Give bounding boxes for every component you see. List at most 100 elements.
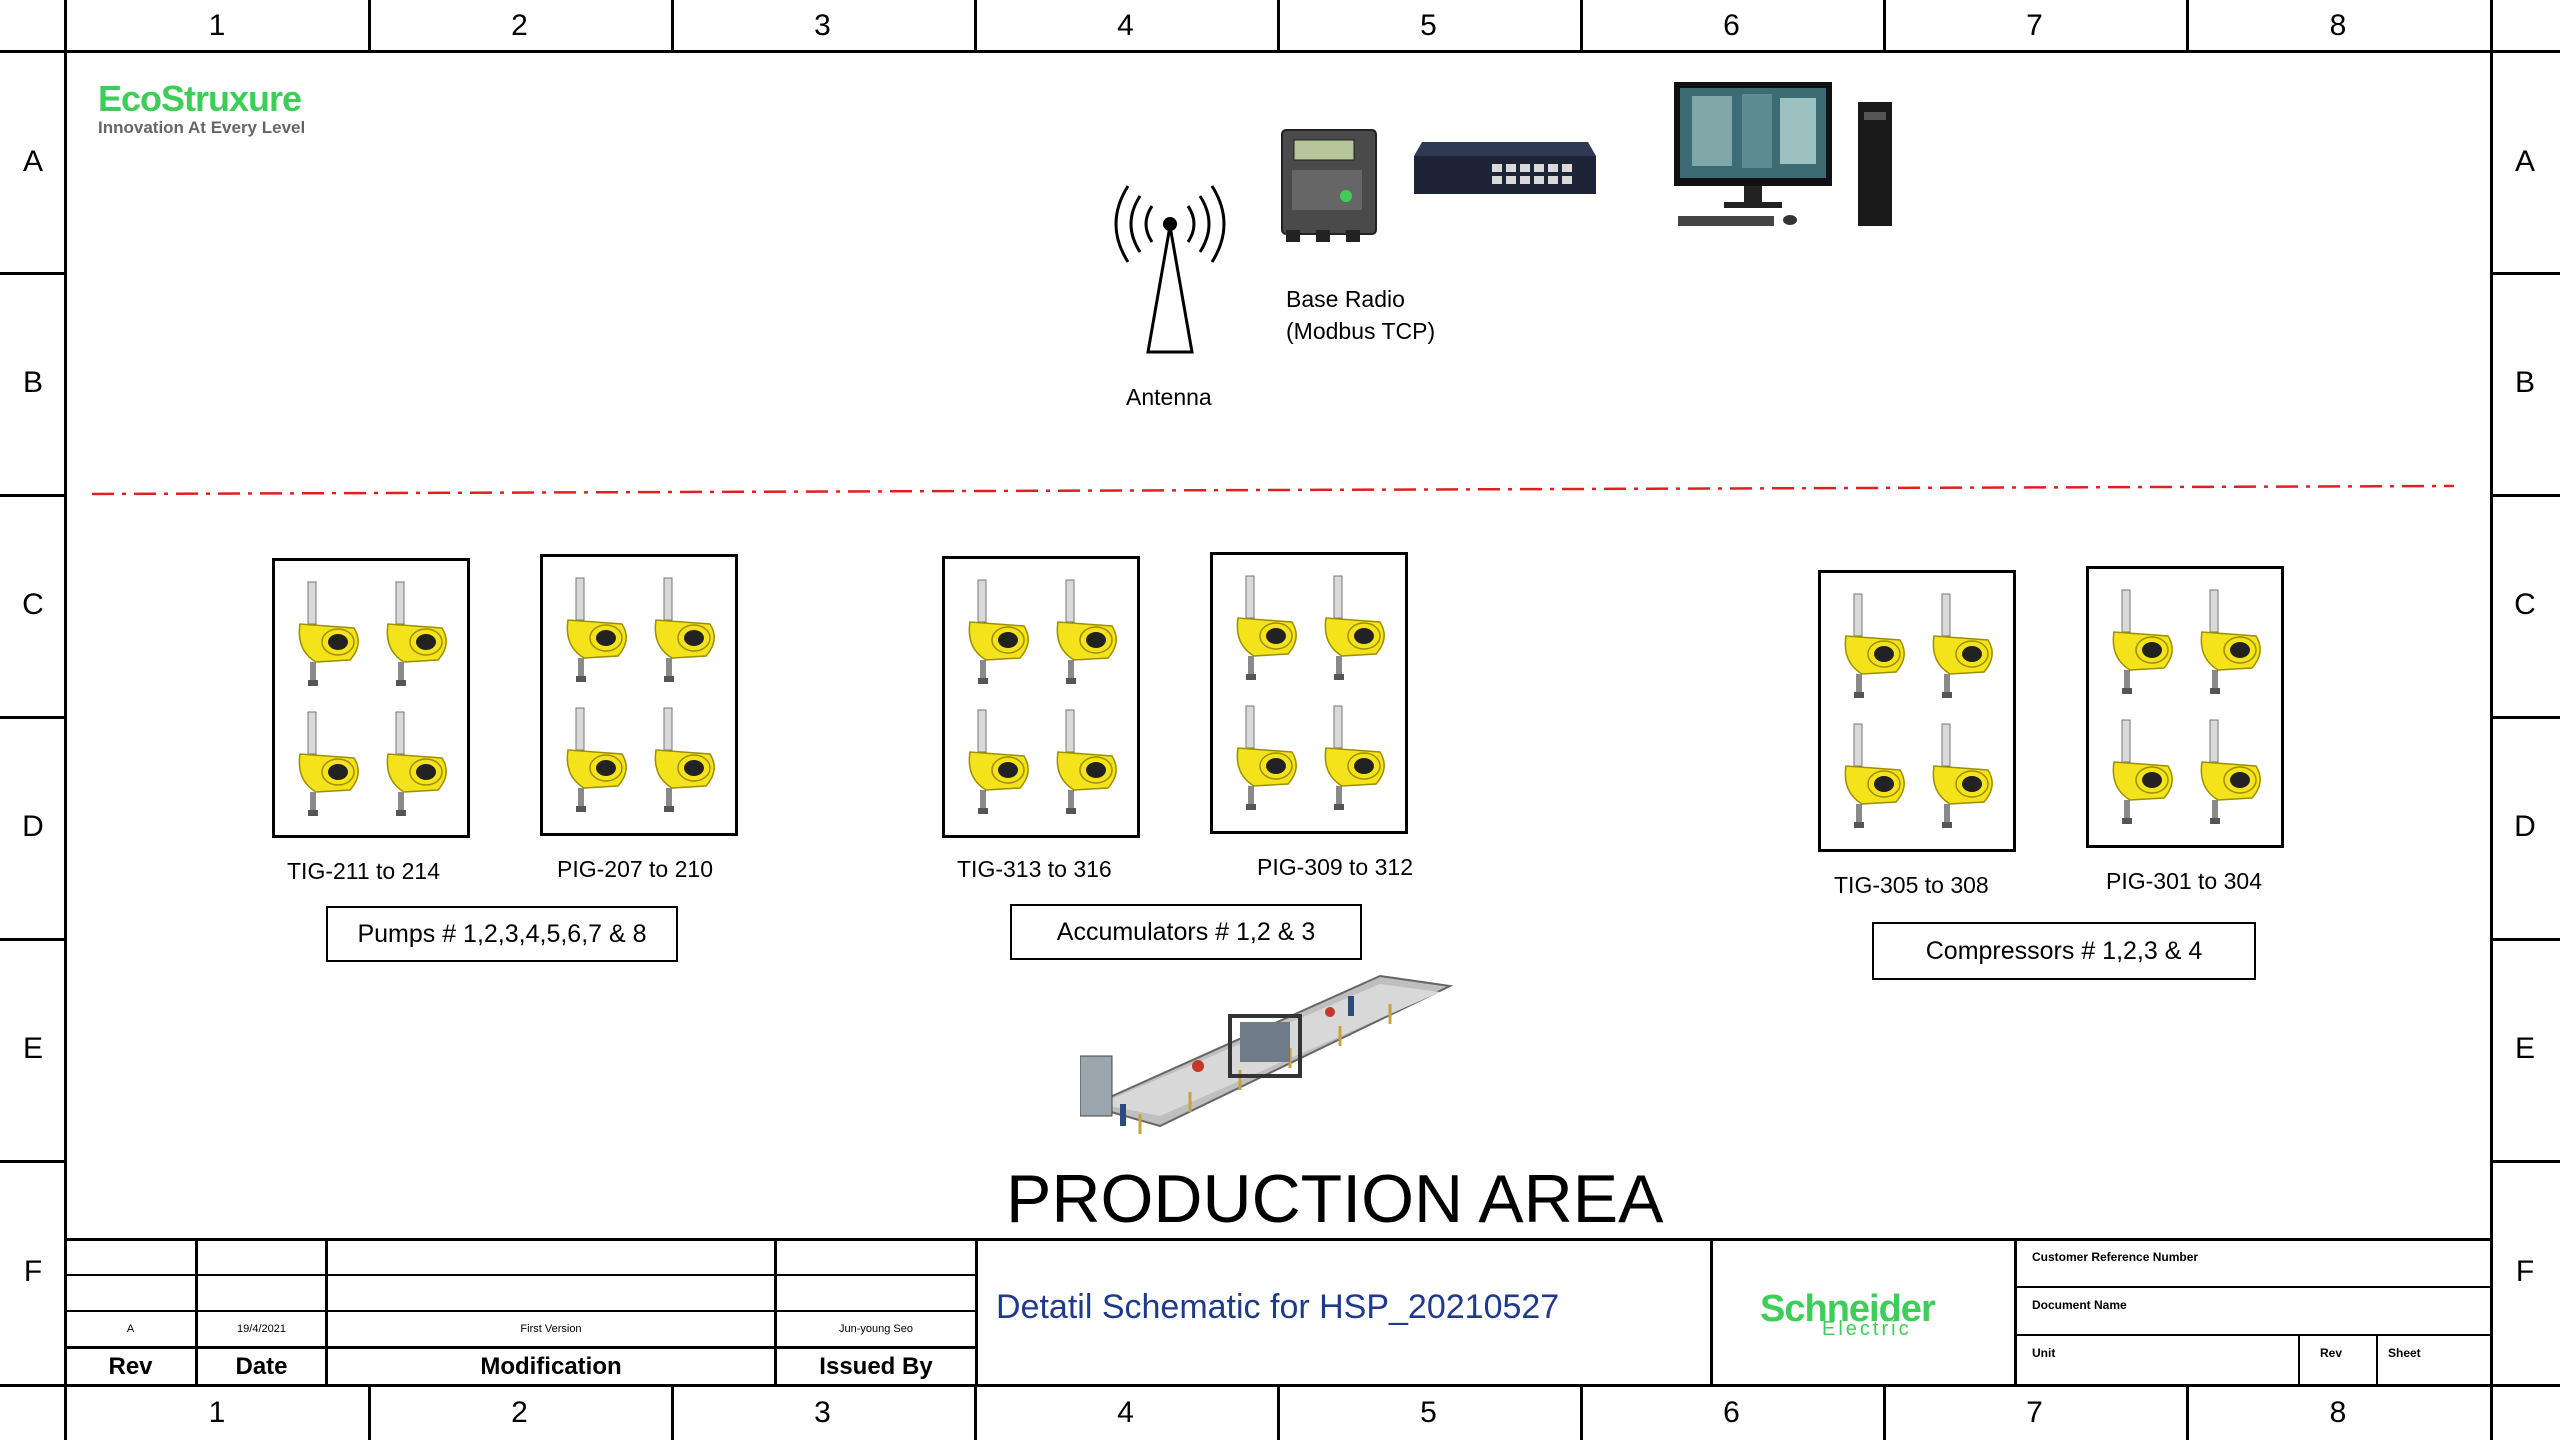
customer-reference-label: Customer Reference Number xyxy=(2032,1250,2199,1264)
wireless-gauge-sensor-icon xyxy=(298,711,359,816)
row-tick xyxy=(2490,716,2560,719)
antenna-icon xyxy=(1114,185,1226,354)
wireless-gauge-sensor-icon xyxy=(298,581,359,686)
issued-by-value: Jun-young Seo xyxy=(839,1323,913,1335)
column-tick xyxy=(1883,0,1886,52)
column-tick xyxy=(2186,0,2189,52)
row-letter: A xyxy=(2514,145,2535,178)
row-letter: C xyxy=(22,588,44,621)
column-tick xyxy=(1277,0,1280,52)
schematic-title: Detatil Schematic for HSP_20210527 xyxy=(996,1288,1560,1326)
row-tick xyxy=(0,272,66,275)
area-divider-line xyxy=(92,484,2455,496)
wireless-gauge-sensor-icon xyxy=(1236,575,1297,680)
row-letter: F xyxy=(2515,1255,2535,1288)
row-tick xyxy=(0,1160,66,1163)
wireless-gauge-sensor-icon xyxy=(1844,723,1905,828)
row-letter: A xyxy=(22,145,43,178)
production-area-title: PRODUCTION AREA xyxy=(1006,1161,1664,1237)
col-number: 8 xyxy=(2329,9,2347,42)
pig-sensor-box xyxy=(2086,566,2284,848)
wireless-gauge-sensor-icon xyxy=(1324,705,1385,810)
wireless-gauge-sensor-icon xyxy=(1324,575,1385,680)
row-letter: E xyxy=(2514,1032,2535,1065)
rev-label: Rev xyxy=(2320,1346,2343,1360)
row-tick xyxy=(0,938,66,941)
base-radio-label-line1: Base Radio xyxy=(1286,286,1405,312)
row-tick xyxy=(0,716,66,719)
row-letter: E xyxy=(22,1032,43,1065)
column-tick xyxy=(671,0,674,52)
row-letter: B xyxy=(22,366,43,399)
wireless-gauge-sensor-icon xyxy=(386,711,447,816)
workstation-icon xyxy=(1674,82,1892,226)
tig-group-label: TIG-313 to 316 xyxy=(957,856,1112,882)
tig-sensor-box xyxy=(272,558,470,838)
tig-sensor-box xyxy=(1818,570,2016,852)
date-header: Date xyxy=(235,1352,288,1380)
row-tick xyxy=(2490,1160,2560,1163)
antenna-label: Antenna xyxy=(1126,384,1212,410)
col-number: 3 xyxy=(814,1396,831,1429)
column-tick xyxy=(2186,1384,2189,1440)
col-number: 4 xyxy=(1117,1396,1134,1429)
wireless-gauge-sensor-icon xyxy=(566,577,627,682)
col-number: 5 xyxy=(1420,1396,1437,1429)
column-tick xyxy=(974,1384,977,1440)
col-number: 1 xyxy=(208,1396,226,1429)
col-number: 7 xyxy=(2026,1396,2043,1429)
ecostruxure-logo: EcoStruxure xyxy=(98,78,302,119)
col-number: 6 xyxy=(1723,9,1740,42)
wireless-gauge-sensor-icon xyxy=(386,581,447,686)
column-tick xyxy=(671,1384,674,1440)
row-letter: F xyxy=(23,1255,43,1288)
wireless-gauge-sensor-icon xyxy=(654,707,715,812)
col-number: 2 xyxy=(511,9,528,42)
ecostruxure-tagline: Innovation At Every Level xyxy=(98,118,306,137)
wireless-gauge-sensor-icon xyxy=(2200,589,2261,694)
rev-header: Rev xyxy=(108,1352,153,1380)
col-number: 8 xyxy=(2329,1396,2347,1429)
pig-sensor-box xyxy=(1210,552,1408,834)
wireless-gauge-sensor-icon xyxy=(1056,579,1117,684)
tig-sensor-box xyxy=(942,556,1140,838)
pig-group-label: PIG-207 to 210 xyxy=(557,856,713,882)
row-letter: D xyxy=(22,810,44,843)
tig-group-label: TIG-305 to 308 xyxy=(1834,872,1989,898)
wireless-gauge-sensor-icon xyxy=(1236,705,1297,810)
pig-sensor-box xyxy=(540,554,738,836)
col-number: 5 xyxy=(1420,9,1437,42)
compressors-group-box: Compressors # 1,2,3 & 4 xyxy=(1872,922,2256,980)
col-number: 3 xyxy=(814,9,831,42)
wireless-gauge-sensor-icon xyxy=(654,577,715,682)
wireless-gauge-sensor-icon xyxy=(968,579,1029,684)
col-number: 2 xyxy=(511,1396,528,1429)
modification-header: Modification xyxy=(480,1352,622,1380)
column-tick xyxy=(1277,1384,1280,1440)
unit-label: Unit xyxy=(2032,1346,2056,1360)
wireless-gauge-sensor-icon xyxy=(1056,709,1117,814)
column-tick xyxy=(1883,1384,1886,1440)
date-value: 19/4/2021 xyxy=(237,1323,286,1335)
tig-group-label: TIG-211 to 214 xyxy=(287,858,440,884)
col-number: 6 xyxy=(1723,1396,1740,1429)
pumps-group-box: Pumps # 1,2,3,4,5,6,7 & 8 xyxy=(326,906,678,962)
rev-value: A xyxy=(126,1323,135,1335)
column-tick xyxy=(974,0,977,52)
base-radio-icon xyxy=(1281,129,1377,242)
schneider-logo-sub: Electric xyxy=(1822,1318,1912,1340)
row-tick xyxy=(2490,938,2560,941)
modification-value: First Version xyxy=(520,1323,582,1335)
wireless-gauge-sensor-icon xyxy=(2200,719,2261,824)
pig-group-label: PIG-301 to 304 xyxy=(2106,868,2262,894)
column-tick xyxy=(1580,0,1583,52)
wireless-gauge-sensor-icon xyxy=(1844,593,1905,698)
column-tick xyxy=(1580,1384,1583,1440)
col-number: 7 xyxy=(2026,9,2043,42)
schneider-logo: Schneider xyxy=(1760,1288,1936,1330)
issued-by-header: Issued By xyxy=(819,1352,933,1380)
wireless-gauge-sensor-icon xyxy=(566,707,627,812)
network-switch-icon xyxy=(1414,142,1596,194)
document-name-label: Document Name xyxy=(2032,1298,2127,1312)
column-tick xyxy=(368,1384,371,1440)
